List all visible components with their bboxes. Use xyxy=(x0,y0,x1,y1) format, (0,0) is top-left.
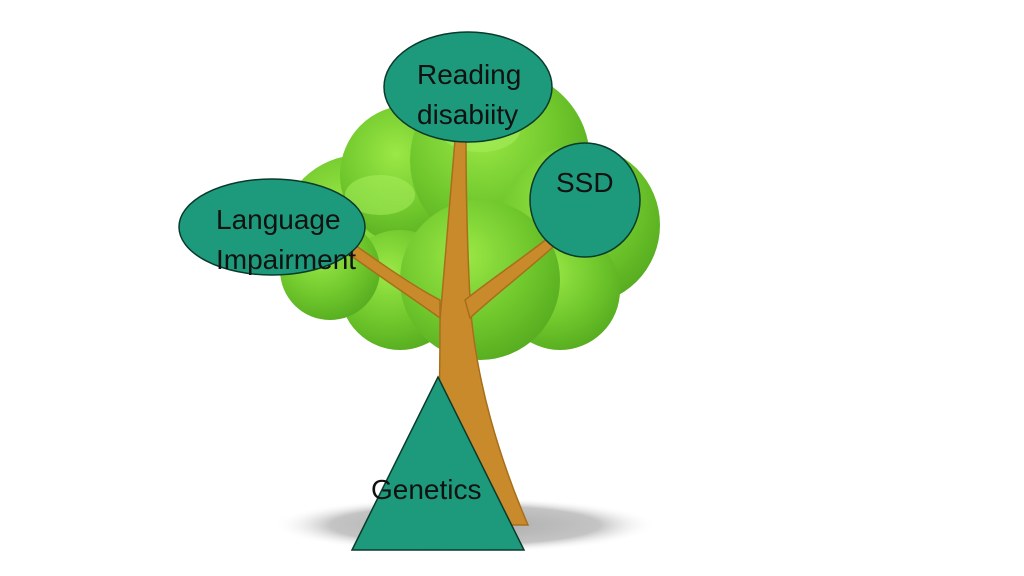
reading-disability-label: Reading disabiity xyxy=(417,55,521,135)
language-impairment-line2: Impairment xyxy=(216,244,357,275)
reading-disability-line2: disabiity xyxy=(417,99,519,130)
genetics-label: Genetics xyxy=(371,474,482,505)
reading-disability-node xyxy=(383,31,553,143)
language-impairment-line1: Language xyxy=(216,204,341,235)
reading-disability-line1: Reading xyxy=(417,59,522,90)
ssd-node xyxy=(529,142,641,258)
genetics-node xyxy=(350,375,526,551)
language-impairment-label: Language Impairment xyxy=(216,200,356,280)
ssd-label: SSD xyxy=(556,167,614,198)
language-impairment-node xyxy=(178,178,366,276)
